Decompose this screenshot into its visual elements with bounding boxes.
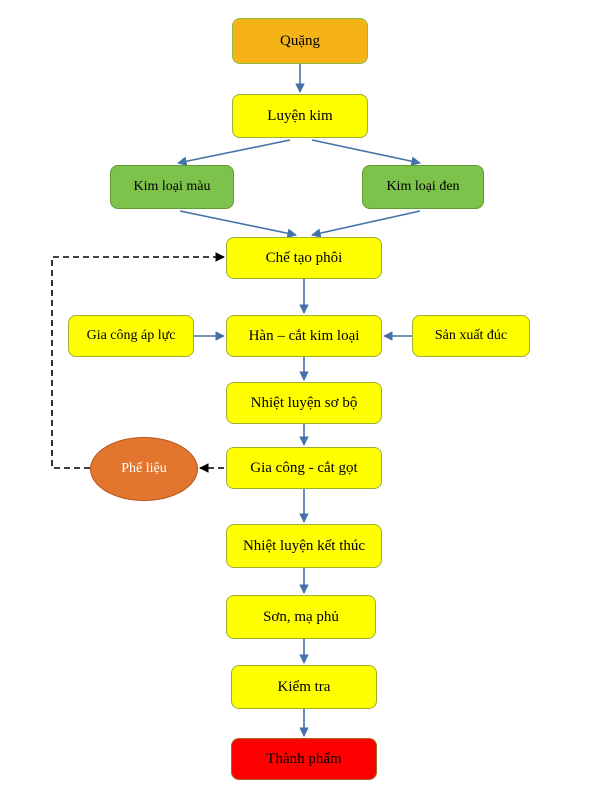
node-label: Sản xuất đúc xyxy=(434,328,508,344)
node-kiemtra[interactable]: Kiểm tra xyxy=(231,665,377,709)
node-label: Thành phẩm xyxy=(266,750,342,767)
node-nhietluyen2[interactable]: Nhiệt luyện kết thúc xyxy=(226,524,382,568)
node-label: Kiểm tra xyxy=(277,678,331,695)
node-label: Sơn, mạ phủ xyxy=(263,608,339,625)
node-sonma[interactable]: Sơn, mạ phủ xyxy=(226,595,376,639)
node-label: Quặng xyxy=(280,32,320,49)
node-kimloaiden[interactable]: Kim loại đen xyxy=(362,165,484,209)
node-hancat[interactable]: Hàn – cắt kim loại xyxy=(226,315,382,357)
node-label: Gia công - cắt gọt xyxy=(250,459,358,476)
node-label: Nhiệt luyện kết thúc xyxy=(242,537,366,554)
node-label: Chế tạo phôi xyxy=(265,249,343,266)
e-luyenkim-kimloaiden xyxy=(311,139,421,166)
node-giacongcat[interactable]: Gia công - cắt gọt xyxy=(226,447,382,489)
node-label: Kim loại màu xyxy=(133,179,211,195)
node-thanhpham[interactable]: Thành phẩm xyxy=(231,738,377,780)
node-label: Nhiệt luyện sơ bộ xyxy=(250,394,358,411)
e-kimloaimau-chetao xyxy=(179,210,297,238)
e-luyenkim-kimloaimau xyxy=(177,139,291,166)
node-label: Gia công áp lực xyxy=(86,328,176,344)
node-sanxuatduc[interactable]: Sản xuất đúc xyxy=(412,315,530,357)
node-pheLieu[interactable]: Phế liệu xyxy=(90,437,198,501)
node-label: Kim loại đen xyxy=(386,179,460,195)
node-kimloaimau[interactable]: Kim loại màu xyxy=(110,165,234,209)
node-quang[interactable]: Quặng xyxy=(232,18,368,64)
e-kimloaiden-chetao xyxy=(311,210,421,238)
node-label: Phế liệu xyxy=(121,461,167,477)
node-giacongaplu[interactable]: Gia công áp lực xyxy=(68,315,194,357)
node-label: Hàn – cắt kim loại xyxy=(248,327,360,344)
node-luyenkim[interactable]: Luyện kim xyxy=(232,94,368,138)
node-chetaophoi[interactable]: Chế tạo phôi xyxy=(226,237,382,279)
node-label: Luyện kim xyxy=(267,107,333,124)
node-nhietluyen1[interactable]: Nhiệt luyện sơ bộ xyxy=(226,382,382,424)
